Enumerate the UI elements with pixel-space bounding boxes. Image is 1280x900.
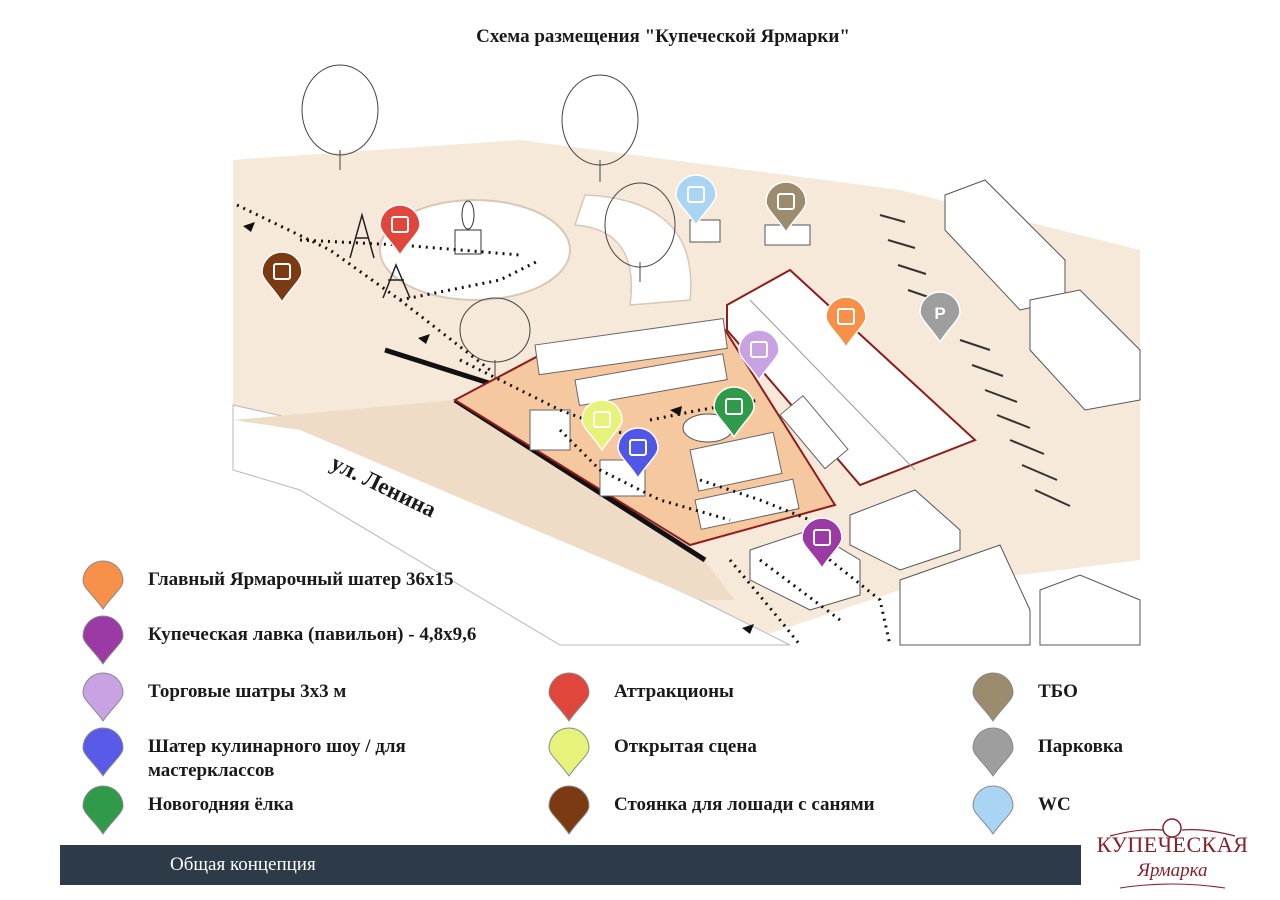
legend-item-waste: ТБО [972, 672, 1078, 722]
footer-bar: Общая концепция [60, 845, 1081, 885]
map-marker-waste [765, 181, 807, 234]
legend-label: WC [1038, 794, 1071, 815]
map-markers: P [261, 174, 961, 570]
legend-item-trade-tent: Торговые шатры 3х3 м [82, 672, 346, 722]
legend-item-stage: Открытая сцена [548, 727, 757, 777]
trash-icon [777, 193, 795, 210]
map-marker-main-tent [825, 296, 867, 349]
legend-item-parking: Парковка [972, 727, 1123, 777]
brand-logo: КУПЕЧЕСКАЯ Ярмарка [1090, 810, 1255, 890]
legend-item-attraction: Аттракционы [548, 672, 734, 722]
map-marker-attraction [379, 204, 421, 257]
fir-tree-icon [725, 398, 743, 415]
parking-icon: P [934, 304, 945, 323]
legend-label: Торговые шатры 3х3 м [148, 681, 347, 702]
map-marker-tree [713, 386, 755, 439]
legend-label: Купеческая лавка (павильон) - 4,8х9,6 [148, 624, 477, 645]
map-marker-wc [675, 174, 717, 227]
brand-line2: Ярмарка [1137, 860, 1208, 881]
legend-label: Главный Ярмарочный шатер 36х15 [148, 569, 454, 590]
map-marker-parking: P [919, 291, 961, 344]
legend-item-main-tent: Главный Ярмарочный шатер 36х15 [82, 560, 454, 610]
fair-layout-map: P [232, 64, 1141, 646]
parking-pin-icon [972, 727, 1014, 777]
pavilion-pin-icon [82, 615, 124, 665]
legend-label: Аттракционы [614, 681, 734, 702]
legend-item-wc: WC [972, 785, 1071, 835]
legend-label: Парковка [1038, 736, 1123, 757]
svg-text:P: P [934, 304, 945, 323]
stage-pin-icon [548, 727, 590, 777]
map-marker-trade-tent [738, 329, 780, 382]
logo-ornament [1109, 818, 1236, 889]
sled-icon [273, 263, 291, 280]
legend-label: Новогодняя ёлка [148, 794, 294, 815]
trees [301, 64, 676, 378]
page-title: Схема размещения "Купеческой Ярмарки" [476, 26, 850, 47]
map-marker-stage [581, 399, 623, 452]
legend-item-pavilion: Купеческая лавка (павильон) - 4,8х9,6 [82, 615, 476, 665]
right-buildings [689, 179, 1141, 646]
shopping-bag-icon [837, 308, 855, 325]
footer-label: Общая концепция [170, 854, 316, 875]
carousel-icon [391, 216, 409, 233]
main-tent-building [726, 268, 977, 487]
direction-arrows [243, 222, 754, 634]
cooking-pin-icon [82, 727, 124, 777]
stall-icon [750, 341, 768, 358]
grill-icon [629, 439, 647, 456]
trade-stalls [529, 317, 849, 530]
attraction-pin-icon [548, 672, 590, 722]
wc-icon [687, 186, 705, 203]
wc-pin-icon [972, 785, 1014, 835]
legend-label: Стоянка для лошади с санями [614, 794, 875, 815]
legend-label: ТБО [1038, 681, 1078, 702]
main-tent-pin-icon [82, 560, 124, 610]
map-marker-cooking [617, 427, 659, 480]
legend-label: Открытая сцена [614, 736, 757, 757]
trade-tent-pin-icon [82, 672, 124, 722]
legend-label: Шатер кулинарного шоу / для мастерклассо… [148, 736, 406, 781]
legend-item-cooking: Шатер кулинарного шоу / для мастерклассо… [82, 727, 468, 783]
shop-icon [813, 529, 831, 546]
tree-pin-icon [82, 785, 124, 835]
map-marker-horse [261, 251, 303, 304]
horse-pin-icon [548, 785, 590, 835]
sidewalk [233, 400, 735, 600]
map-marker-pavilion [801, 517, 843, 570]
brand-line1: КУПЕЧЕСКАЯ [1096, 832, 1249, 857]
legend-item-horse: Стоянка для лошади с санями [548, 785, 875, 835]
stage-icon [593, 411, 611, 428]
legend-item-tree: Новогодняя ёлка [82, 785, 294, 835]
waste-pin-icon [972, 672, 1014, 722]
